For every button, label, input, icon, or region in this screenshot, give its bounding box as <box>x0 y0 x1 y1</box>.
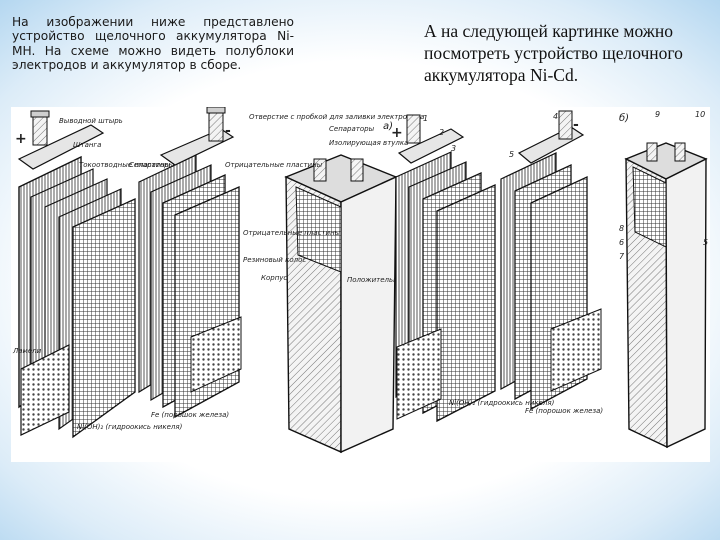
label-fe-right: Fe (порошок железа) <box>525 407 603 415</box>
label-separators: Сепараторы <box>129 161 175 169</box>
right-plus-sign: + <box>391 125 403 141</box>
label-case: Корпус <box>261 274 287 282</box>
num-8: 8 <box>619 224 624 233</box>
battery-diagram-image: + - Выводной штырь Штанга Токоотводные п… <box>11 107 710 462</box>
right-positive-block <box>395 114 496 423</box>
label-sep-sticks: Отрицательные пластины <box>225 161 323 169</box>
label-separators2: Сепараторы <box>329 125 375 133</box>
right-assembled-cell <box>624 142 708 449</box>
label-lamel: Ламели <box>12 347 42 355</box>
label-ni-oh-left: Ni(OH)₂ (гидроокись никеля) <box>77 423 183 431</box>
left-positive-block <box>17 110 136 439</box>
num-7: 7 <box>619 252 625 261</box>
num-4: 4 <box>553 112 558 121</box>
right-negative-block <box>500 110 602 411</box>
left-plus-sign: + <box>15 131 27 147</box>
label-bar: Штанга <box>73 141 101 149</box>
battery-diagram-svg: + - Выводной штырь Штанга Токоотводные п… <box>12 107 708 454</box>
num-5: 5 <box>509 150 514 159</box>
right-description: А на следующей картинке можно посмотреть… <box>424 21 683 85</box>
right-minus-sign: - <box>573 117 579 133</box>
left-assembled-cell <box>284 154 398 454</box>
num-3: 3 <box>451 144 456 153</box>
label-ni-oh-right: Ni(OH)₂ (гидроокись никеля) <box>449 399 555 407</box>
label-neg-plates: Отрицательные пластины <box>243 229 341 237</box>
label-panel-b: б) <box>619 112 629 124</box>
num-9: 9 <box>655 110 660 119</box>
label-terminal: Выводной штырь <box>59 117 123 125</box>
num-5b: 5 <box>703 238 708 247</box>
num-1: 1 <box>423 114 428 123</box>
num-2: 2 <box>439 128 444 137</box>
label-current-plates: Токоотводные пластины <box>79 161 171 169</box>
num-10: 10 <box>695 110 705 119</box>
left-minus-sign: - <box>225 123 231 139</box>
label-fe-left: Fe (порошок железа) <box>151 411 229 419</box>
label-rubber: Резиновый колос <box>243 256 306 264</box>
label-nut: Изолирующая втулка <box>329 139 408 147</box>
label-panel-a: а) <box>383 121 393 132</box>
left-negative-block <box>138 107 242 419</box>
right-labels: а) б) + - 1 2 3 5 4 9 10 8 6 7 5 Ni(OH)₂… <box>383 110 708 415</box>
label-opening: Отверстие с пробкой для заливки электрол… <box>249 113 424 121</box>
left-description: На изображении ниже представлено устройс… <box>12 15 294 72</box>
num-6: 6 <box>619 238 624 247</box>
